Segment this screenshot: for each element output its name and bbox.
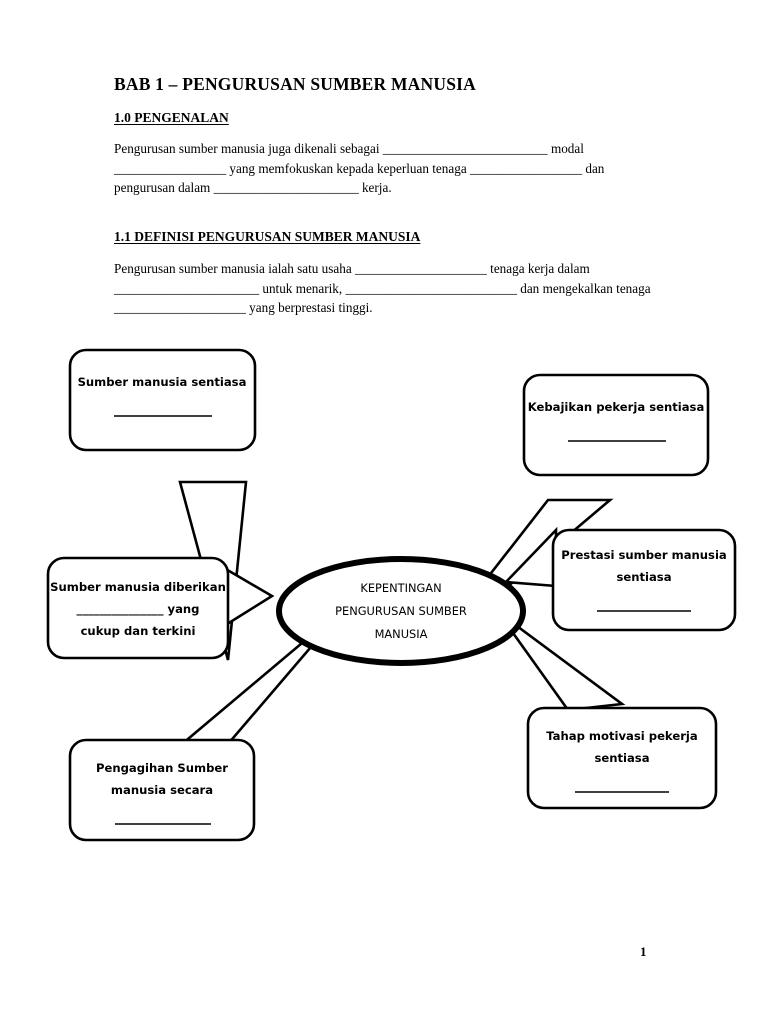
bubble-tahap-motivasi-pekerja	[526, 706, 718, 810]
page-number: 1	[640, 944, 647, 959]
section-paragraph-1-0: Pengurusan sumber manusia juga dikenali …	[114, 141, 605, 195]
section-heading-1-1: 1.1 DEFINISI PENGURUSAN SUMBER MANUSIA	[114, 229, 421, 244]
bubble-label-sumber-manusia-diberikan-line1: Sumber manusia diberikan	[50, 580, 226, 594]
bubble-label-sumber-manusia-diberikan-line3: cukup dan terkini	[81, 624, 196, 638]
bubble-label-prestasi-sumber-manusia-line2: sentiasa	[616, 570, 671, 584]
bubble-sumber-manusia-diberikan	[46, 556, 230, 660]
bubble-label-tahap-motivasi-pekerja-line1: Tahap motivasi pekerja	[546, 729, 697, 743]
bubble-prestasi-sumber-manusia	[551, 528, 737, 632]
bubble-pengagihan-sumber-manusia	[68, 738, 256, 842]
bubble-label-sumber-manusia-sentiasa: Sumber manusia sentiasa	[78, 375, 247, 389]
bubble-label-prestasi-sumber-manusia-line1: Prestasi sumber manusia	[561, 548, 727, 562]
bubble-label-sumber-manusia-diberikan-line2: _______________ yang	[77, 602, 200, 617]
center-oval-line2: PENGURUSAN SUMBER	[335, 604, 467, 618]
bubble-label-pengagihan-sumber-manusia-line2: manusia secara	[111, 783, 213, 797]
bubble-kebajikan-pekerja-sentiasa	[522, 373, 710, 477]
section-heading-1-0: 1.0 PENGENALAN	[114, 110, 229, 125]
tail-sumber-manusia-diberikan	[222, 565, 275, 629]
bubble-label-kebajikan-pekerja-sentiasa: Kebajikan pekerja sentiasa	[528, 400, 705, 414]
center-oval-line3: MANUSIA	[375, 627, 428, 641]
page-title: BAB 1 – PENGURUSAN SUMBER MANUSIA	[114, 74, 476, 94]
bubble-sumber-manusia-sentiasa	[68, 348, 257, 452]
center-oval-line1: KEPENTINGAN	[360, 581, 441, 595]
bubble-label-tahap-motivasi-pekerja-line2: sentiasa	[594, 751, 649, 765]
section-paragraph-1-1: Pengurusan sumber manusia ialah satu usa…	[114, 261, 651, 315]
bubble-label-pengagihan-sumber-manusia-line1: Pengagihan Sumber	[96, 761, 228, 775]
mindmap-diagram: Sumber manusia sentiasa Kebajikan pekerj…	[0, 330, 768, 850]
center-oval	[276, 556, 526, 666]
